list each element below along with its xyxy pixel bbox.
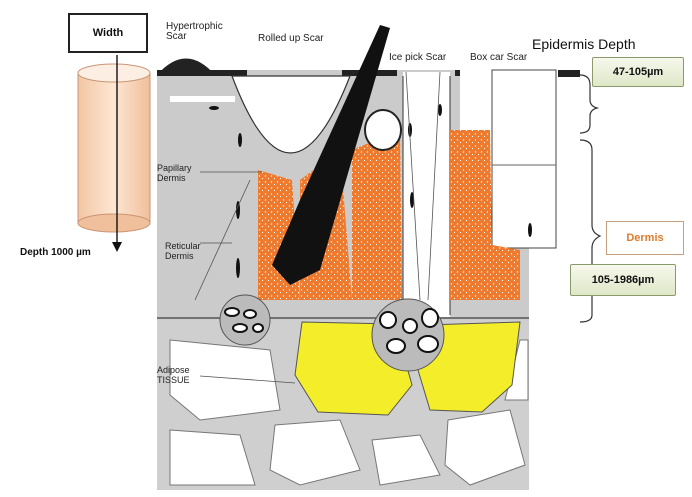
rolled-up-label: Rolled up Scar bbox=[258, 33, 324, 44]
reticular-word: Reticular bbox=[165, 241, 201, 251]
dermis-range-box: 105-1986µm bbox=[570, 264, 676, 296]
hypertrophic-scar-word: Scar bbox=[166, 31, 187, 42]
dermis-label-box: Dermis bbox=[606, 221, 684, 255]
depth-label: Depth 1000 µm bbox=[20, 247, 91, 258]
width-label-box: Width bbox=[68, 13, 148, 53]
papillary-dermis-word: Dermis bbox=[157, 173, 186, 183]
width-depth-cylinder bbox=[77, 55, 151, 252]
reticular-dermis-label: Reticular Dermis bbox=[165, 241, 201, 261]
adipose-word: Adipose bbox=[157, 365, 190, 375]
reticular-dermis-word: Dermis bbox=[165, 251, 194, 261]
dermis-block bbox=[157, 25, 580, 384]
papillary-word: Papillary bbox=[157, 163, 192, 173]
adipose-tissue-label: Adipose TISSUE bbox=[157, 365, 190, 385]
hypertrophic-label: Hypertrophic Scar bbox=[166, 22, 223, 42]
box-car-label: Box car Scar bbox=[470, 52, 528, 63]
depth-braces bbox=[579, 74, 602, 323]
ice-pick-label: Ice pick Scar bbox=[389, 52, 447, 63]
hypertrophic-word: Hypertrophic bbox=[166, 21, 223, 32]
papillary-dermis-label: Papillary Dermis bbox=[157, 163, 192, 183]
adipose-network bbox=[157, 318, 529, 490]
epidermis-range-box: 47-105µm bbox=[592, 57, 684, 87]
width-label: Width bbox=[92, 27, 124, 39]
epidermis-depth-title: Epidermis Depth bbox=[532, 36, 636, 52]
tissue-word: TISSUE bbox=[157, 375, 190, 385]
